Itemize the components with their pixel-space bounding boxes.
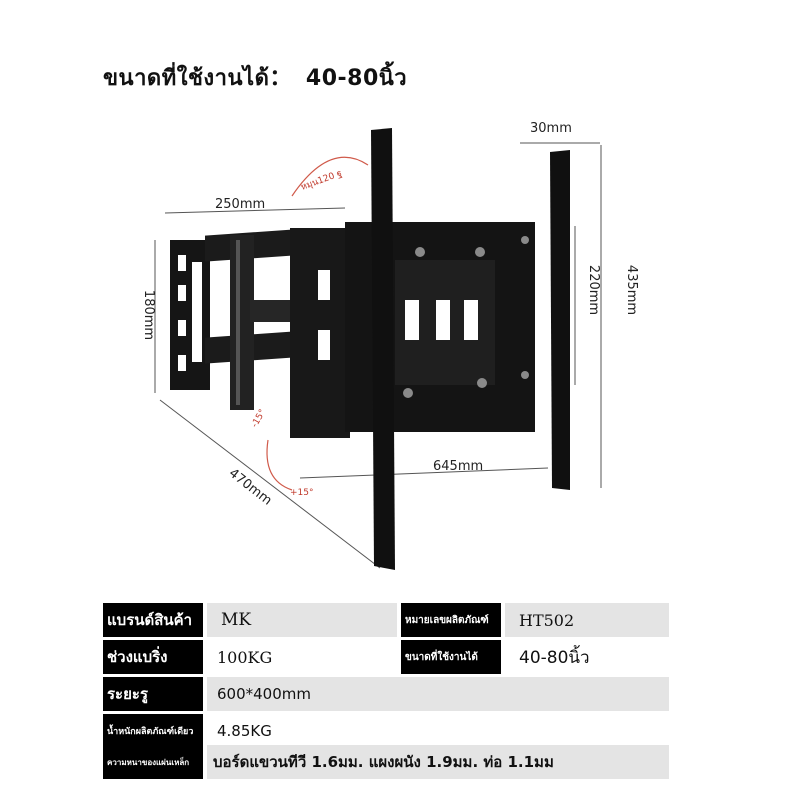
dimension-lines xyxy=(154,142,602,569)
title-label: ขนาดที่ใช้งานได้： xyxy=(103,66,292,91)
pitch-label: ระยะรู xyxy=(103,677,203,711)
tv-mount-diagram: 250mm 30mm 180mm 220mm 435mm 645mm 470mm… xyxy=(141,121,639,570)
title-value: 40-80นิ้ว xyxy=(305,66,408,91)
wall-plate xyxy=(170,240,210,390)
dim-total-width: 645mm xyxy=(433,459,483,474)
thickness-label: ความหนาของแผ่นเหล็ก xyxy=(103,745,203,779)
model-label: หมายเลขผลิตภัณฑ์ xyxy=(401,603,501,637)
dim-extension: 470mm xyxy=(226,466,275,509)
page-title: ขนาดที่ใช้งานได้： 40-80นิ้ว xyxy=(103,60,407,95)
swing-label: ช่วงแบริ่ง xyxy=(103,640,203,674)
table-row: น้ำหนักผลิตภัณฑ์เดียว 4.85KG xyxy=(103,714,669,748)
table-row: แบรนด์สินค้า MK หมายเลขผลิตภัณฑ์ HT502 xyxy=(103,603,669,637)
dim-wall-plate-height: 180mm xyxy=(141,290,156,340)
spec-table: แบรนด์สินค้า MK หมายเลขผลิตภัณฑ์ HT502 ช… xyxy=(103,603,669,779)
dim-inner-height: 220mm xyxy=(586,265,601,315)
dim-tilt-down: +15° xyxy=(290,488,314,498)
weight-value: 4.85KG xyxy=(207,714,669,748)
dim-top-depth: 30mm xyxy=(530,121,572,136)
rotation-arrows xyxy=(266,156,369,491)
pitch-value: 600*400mm xyxy=(207,677,669,711)
brand-label: แบรนด์สินค้า xyxy=(103,603,203,637)
size-label: ขนาดที่ใช้งานได้ xyxy=(401,640,501,674)
articulating-arms xyxy=(205,228,350,438)
vertical-rails xyxy=(371,128,570,570)
dim-tilt-up: -15° xyxy=(250,408,268,430)
brand-value: MK xyxy=(207,603,397,637)
model-value: HT502 xyxy=(505,603,669,637)
size-value: 40-80นิ้ว xyxy=(505,640,669,674)
thickness-value: บอร์ดแขวนทีวี 1.6มม. แผงผนัง 1.9มม. ท่อ … xyxy=(207,745,669,779)
swing-value: 100KG xyxy=(207,640,397,674)
dim-total-height: 435mm xyxy=(624,265,639,315)
table-row: ช่วงแบริ่ง 100KG ขนาดที่ใช้งานได้ 40-80น… xyxy=(103,640,669,674)
weight-label: น้ำหนักผลิตภัณฑ์เดียว xyxy=(103,714,203,748)
table-row: ความหนาของแผ่นเหล็ก บอร์ดแขวนทีวี 1.6มม.… xyxy=(103,745,669,779)
dim-rotation: หมุน120 ฐ xyxy=(300,169,344,193)
dim-arm-length: 250mm xyxy=(215,197,265,212)
table-row: ระยะรู 600*400mm xyxy=(103,677,669,711)
